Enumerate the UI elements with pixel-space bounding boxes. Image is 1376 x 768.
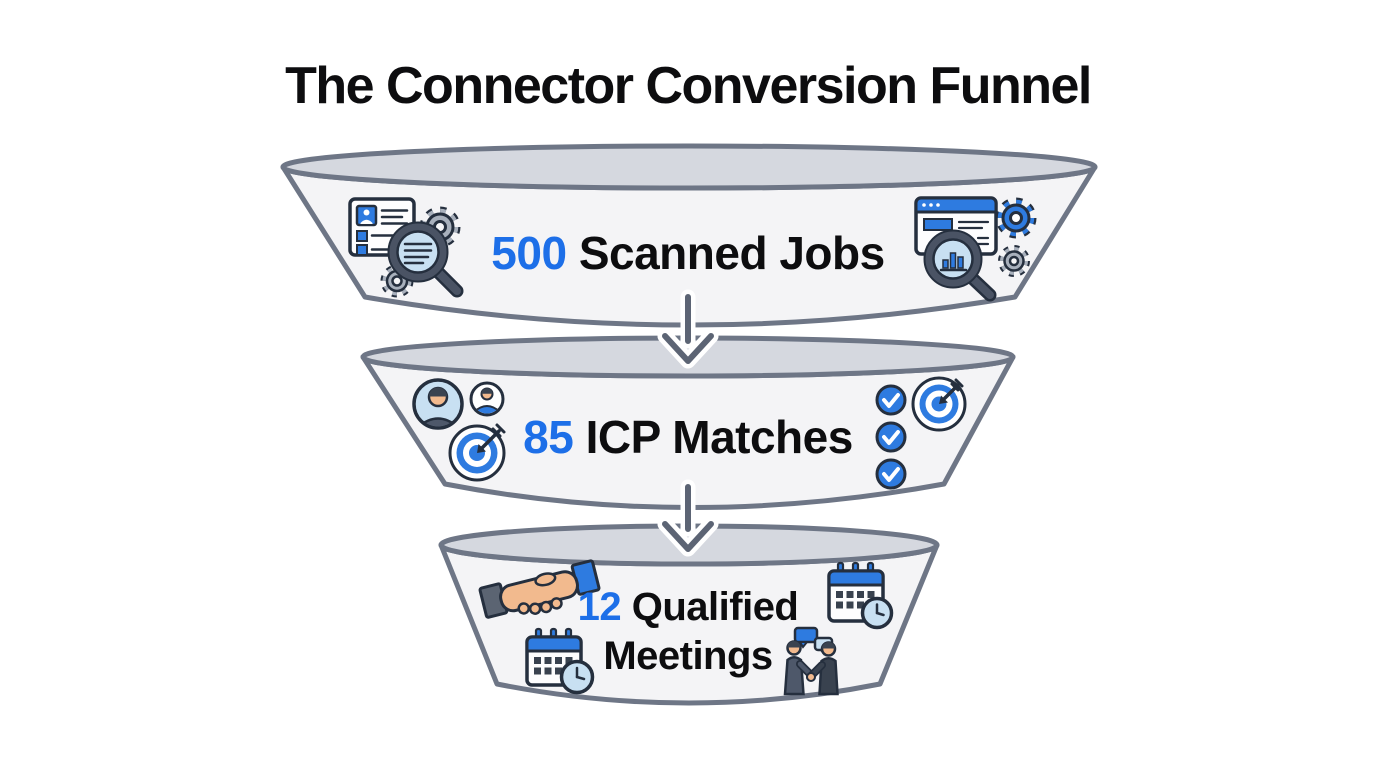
stage-text-line-2: Meetings [603, 634, 773, 678]
gear-icon [995, 197, 1037, 239]
calendar-clock-icon [827, 561, 894, 630]
browser-analytics-search-icon [914, 196, 1037, 302]
meeting-people-icon [783, 626, 839, 696]
gear-icon [998, 245, 1030, 277]
funnel-stage-icp-matches [360, 335, 1016, 510]
handshake-icon [478, 559, 601, 619]
stage-label-qualified-meetings: 12 Qualified Meetings [0, 583, 1376, 681]
page-title: The Connector Conversion Funnel [285, 57, 1092, 115]
stage-text: ICP Matches [585, 411, 854, 463]
stage-value: 85 [523, 411, 574, 463]
stage-label-icp-matches: 85 ICP Matches [0, 414, 1376, 460]
stage-value: 500 [491, 227, 567, 279]
funnel-stage-rim [280, 143, 1098, 191]
target-icon [448, 423, 506, 482]
resume-search-icon [348, 197, 464, 298]
down-arrow-icon [657, 289, 719, 369]
stage-value: 12 [577, 585, 622, 629]
user-avatars-icon [412, 378, 505, 430]
stage-text: Qualified [631, 585, 799, 629]
stage-text-line-1: 12 Qualified [0, 583, 1376, 632]
funnel-stage-scanned-jobs [280, 143, 1098, 328]
funnel-stage-qualified-meetings [438, 523, 940, 706]
down-arrow-icon [657, 479, 719, 557]
stage-label-scanned-jobs: 500 Scanned Jobs [0, 230, 1376, 276]
calendar-clock-icon [525, 627, 595, 695]
stage-text: Scanned Jobs [578, 227, 885, 279]
target-icon [911, 376, 967, 432]
checklist-icon [875, 384, 907, 490]
